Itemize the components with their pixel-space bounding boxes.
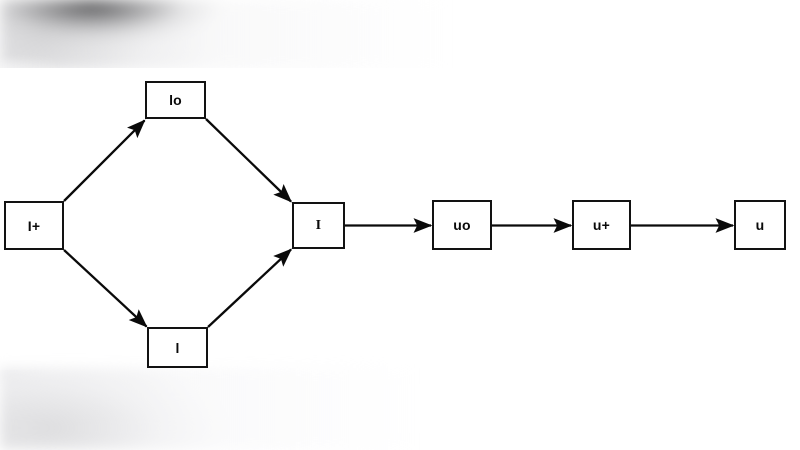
node-label-I: I [315,217,322,233]
node-I[interactable]: I [292,202,345,249]
node-label-u-plus: u+ [592,217,611,233]
node-label-lo: lo [169,92,182,108]
node-label-I-plus: I+ [27,217,41,234]
node-I-plus[interactable]: I+ [4,201,64,250]
node-label-u: u [755,217,765,233]
node-label-l: l [175,339,180,356]
top-left-blur-smudge [0,0,800,70]
node-u[interactable]: u [734,200,786,250]
diagram-page-panel [0,68,800,370]
node-u-plus[interactable]: u+ [572,200,631,250]
node-lo[interactable]: lo [145,81,206,119]
node-l[interactable]: l [147,327,208,368]
node-label-uo: uo [453,217,471,233]
node-uo[interactable]: uo [432,200,492,250]
bottom-left-blur-smudge [0,368,800,450]
